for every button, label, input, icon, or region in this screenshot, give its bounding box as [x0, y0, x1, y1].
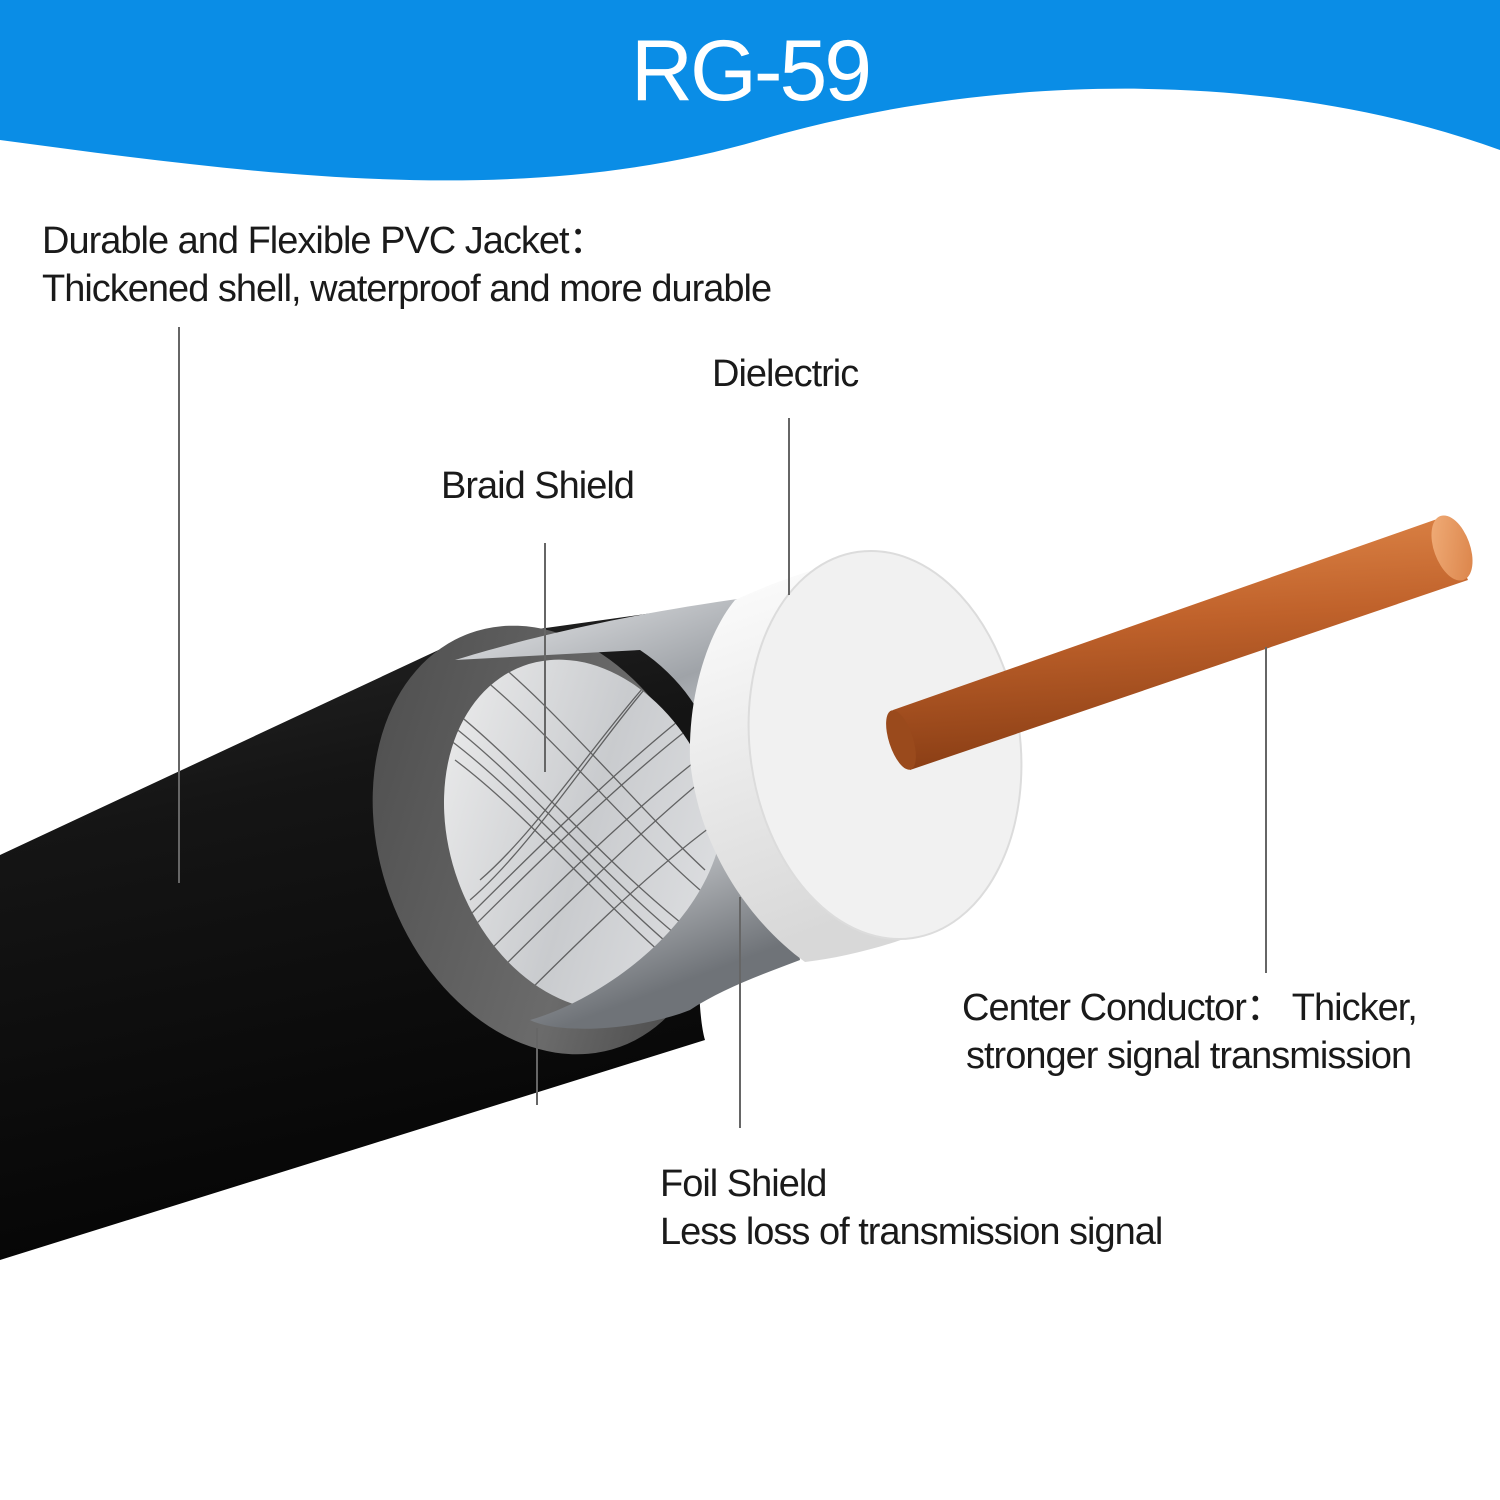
callout-braid-shield: Braid Shield [441, 462, 635, 510]
callout-foil-shield-heading: Foil Shield [660, 1163, 827, 1205]
callout-braid-shield-heading: Braid Shield [441, 465, 635, 507]
callout-dielectric: Dielectric [712, 350, 859, 398]
callout-center-conductor: Center Conductor： Thicker, stronger sign… [962, 984, 1418, 1080]
title-banner [0, 0, 1500, 181]
callout-foil-shield: Foil Shield Less loss of transmission si… [660, 1160, 1163, 1256]
center-conductor-tip [1431, 515, 1473, 581]
callout-pvc-jacket-description: Thickened shell, waterproof and more dur… [42, 268, 772, 310]
callout-pvc-jacket-heading: Durable and Flexible PVC Jacket： [42, 220, 607, 262]
callout-foil-shield-description: Less loss of transmission signal [660, 1211, 1163, 1253]
center-conductor [893, 518, 1468, 770]
callout-dielectric-heading: Dielectric [712, 353, 859, 395]
leader-lines [178, 327, 1267, 1128]
callout-center-conductor-heading: Center Conductor： Thicker, [962, 987, 1418, 1029]
page-title: RG-59 [630, 23, 872, 119]
callout-pvc-jacket: Durable and Flexible PVC Jacket： Thicken… [42, 217, 772, 313]
callout-center-conductor-description: stronger signal transmission [966, 1035, 1412, 1077]
